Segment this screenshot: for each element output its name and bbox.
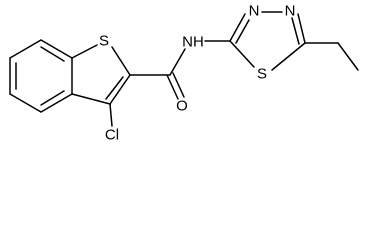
bond (40, 93, 73, 113)
bond (71, 93, 111, 105)
bond (9, 39, 42, 59)
bond (297, 13, 306, 44)
double-bond-inner (40, 90, 65, 106)
bond (169, 48, 186, 76)
atom-chlorine: Cl (105, 127, 119, 144)
atom-nh-amide: NH (182, 34, 204, 51)
carbonyl-bond (166, 74, 179, 100)
carboxamide-group (129, 48, 186, 100)
double-bond-inner (40, 46, 65, 62)
molecule-structure-diagram: S NH O Cl N N S (9, 3, 359, 144)
bond (40, 39, 73, 59)
benzene-ring (9, 39, 73, 113)
atom-sulfur-thiadiazole: S (257, 66, 267, 83)
bond (229, 13, 246, 42)
double-bond-inner (235, 19, 250, 44)
atom-nitrogen-1: N (249, 3, 260, 20)
ethyl-group (304, 42, 359, 71)
bond (111, 46, 131, 76)
atom-nitrogen-2: N (285, 3, 296, 20)
carbonyl-bond (172, 72, 185, 98)
atom-sulfur-thiophene: S (99, 33, 109, 50)
bond (229, 40, 255, 68)
double-bond-inner (291, 17, 300, 45)
bond (9, 93, 42, 113)
atom-oxygen: O (176, 98, 188, 115)
bond (71, 44, 98, 59)
thiadiazole-ring (204, 11, 306, 71)
bond (109, 74, 131, 105)
thiophene-ring (71, 44, 131, 105)
double-bond-inner (105, 76, 124, 100)
bond-c-cl (109, 103, 113, 127)
bond (271, 42, 306, 71)
bond (337, 42, 359, 71)
